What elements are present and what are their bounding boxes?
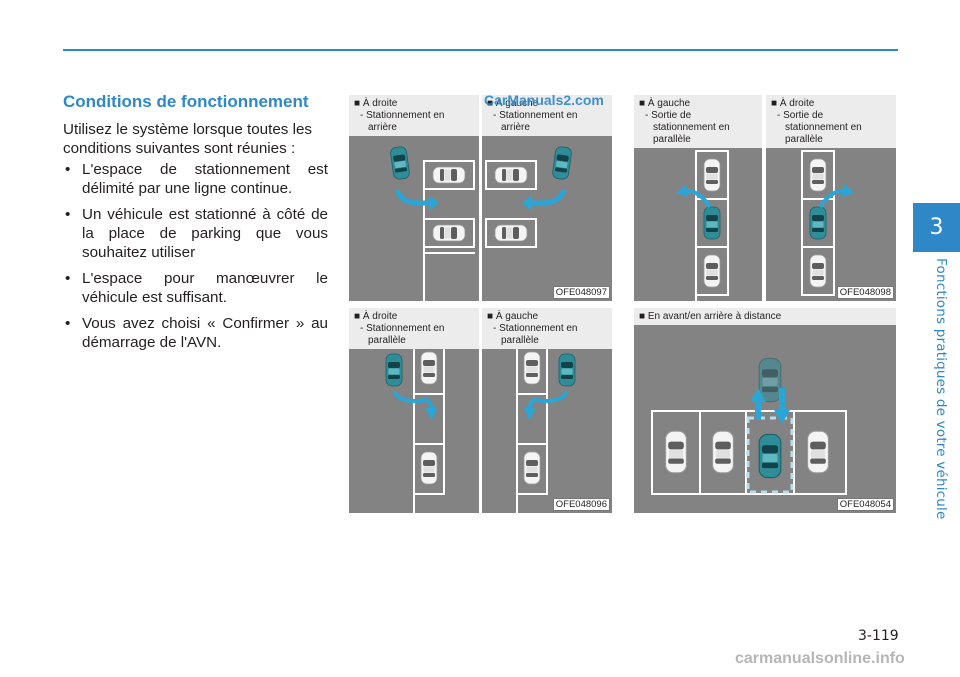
caption: ■ En avant/en arrière à distance bbox=[634, 308, 896, 325]
figure-code: OFE048096 bbox=[552, 498, 610, 511]
intro-paragraph: Utilisez le système lorsque toutes les c… bbox=[63, 121, 313, 157]
figure-parallel-exit-left: ■ À gauche - Sortie de stationnement en … bbox=[634, 95, 762, 301]
remote-forward-backward-diagram bbox=[651, 357, 847, 495]
page-number: 3-119 bbox=[858, 628, 899, 644]
figure-parallel-parking-left: ■ À gauche - Stationnement en parallèle … bbox=[482, 308, 612, 513]
caption: ■ À droite - Stationnement en arrière bbox=[349, 95, 479, 136]
watermark-logo-bottom: carmanualsonline.info bbox=[735, 650, 905, 667]
figure-rear-parking-right: ■ À droite - Stationnement en arrière bbox=[349, 95, 479, 301]
parallel-parking-right-diagram bbox=[385, 343, 445, 513]
caption: ■ À gauche - Stationnement en parallèle bbox=[482, 308, 612, 349]
parallel-exit-right-diagram bbox=[801, 150, 854, 296]
figure-code: OFE048098 bbox=[836, 286, 894, 299]
chapter-tab: 3 bbox=[913, 203, 960, 252]
list-item: Un véhicule est stationné à côté de la p… bbox=[63, 205, 328, 262]
figure-code: OFE048054 bbox=[836, 498, 894, 511]
figure-rear-parking-left: ■ À gauche - Stationnement en arrière OF… bbox=[482, 95, 612, 301]
rear-parking-left-diagram bbox=[485, 145, 573, 248]
figure-remote-forward-backward: ■ En avant/en arrière à distance OFE0480… bbox=[634, 308, 896, 513]
list-item: L'espace de stationnement est délimité p… bbox=[63, 160, 328, 198]
watermark-logo-top: CarManuals2.com bbox=[484, 92, 604, 108]
list-item: Vous avez choisi « Confirmer » au démarr… bbox=[63, 314, 328, 352]
chapter-side-title: Fonctions pratiques de votre véhicule bbox=[933, 258, 949, 520]
caption: ■ À gauche - Stationnement en arrière bbox=[482, 95, 612, 136]
section-heading: Conditions de fonctionnement bbox=[63, 92, 309, 111]
chapter-number: 3 bbox=[929, 215, 944, 240]
caption: ■ À droite - Stationnement en parallèle bbox=[349, 308, 479, 349]
figure-code: OFE048097 bbox=[552, 286, 610, 299]
rear-parking-right-diagram bbox=[389, 145, 475, 301]
parallel-exit-left-diagram bbox=[676, 150, 729, 301]
figure-parallel-parking-right: ■ À droite - Stationnement en parallèle bbox=[349, 308, 479, 513]
caption: ■ À droite - Sortie de stationnement en … bbox=[766, 95, 896, 148]
parallel-parking-left-diagram bbox=[516, 343, 576, 513]
figure-parallel-exit-right: ■ À droite - Sortie de stationnement en … bbox=[766, 95, 896, 301]
caption: ■ À gauche - Sortie de stationnement en … bbox=[634, 95, 762, 148]
list-item: L'espace pour manœuvrer le véhicule est … bbox=[63, 269, 328, 307]
conditions-list: L'espace de stationnement est délimité p… bbox=[63, 160, 328, 359]
top-rule bbox=[63, 49, 898, 51]
